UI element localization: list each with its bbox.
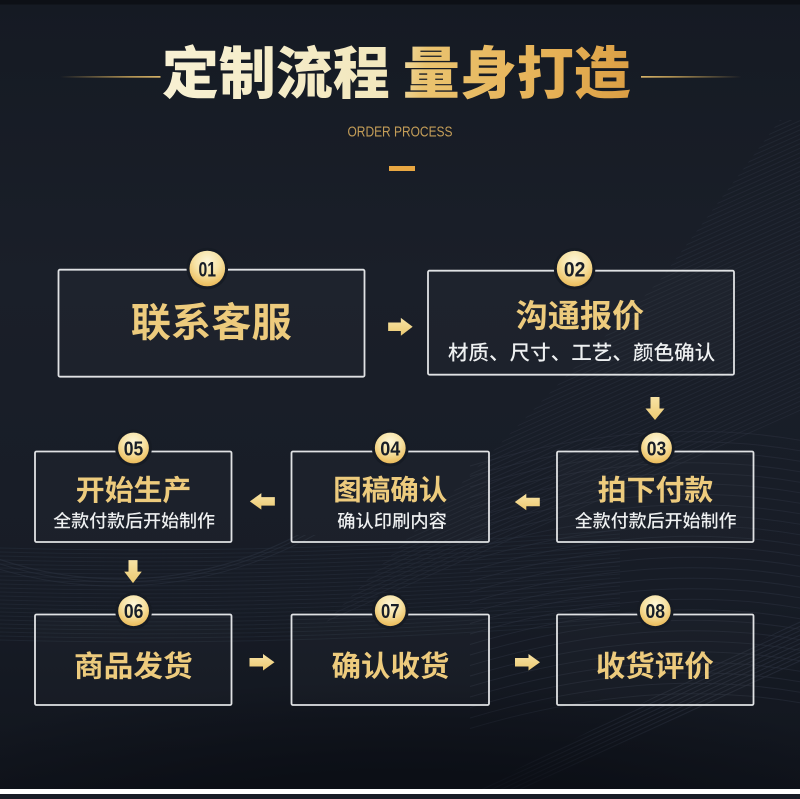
svg-text:06: 06	[124, 601, 144, 623]
svg-text:04: 04	[380, 438, 401, 460]
svg-text:ORDER PROCESS: ORDER PROCESS	[348, 124, 453, 140]
svg-text:08: 08	[646, 601, 666, 623]
svg-text:05: 05	[124, 438, 144, 460]
svg-text:07: 07	[381, 601, 400, 623]
svg-text:03: 03	[647, 438, 667, 460]
svg-text:01: 01	[199, 257, 217, 281]
svg-text:02: 02	[564, 258, 586, 282]
